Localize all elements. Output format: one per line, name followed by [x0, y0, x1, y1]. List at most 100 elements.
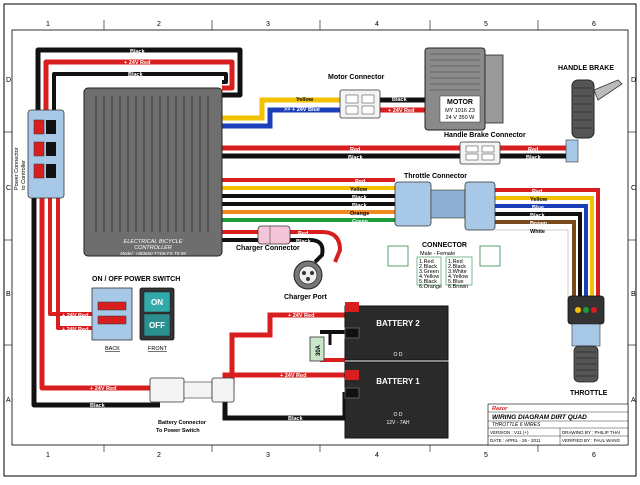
motor-wires — [222, 97, 425, 129]
handle-brake-connector — [459, 141, 501, 165]
pin-left-4: 4.Yellow — [419, 274, 439, 280]
grid-row-a: A — [6, 397, 11, 404]
battery-connector-label-1: Battery Connector — [158, 420, 207, 426]
grid-col-3-bottom: 3 — [266, 452, 270, 459]
title-sub: THROTTLE 6 WIRES — [492, 422, 541, 428]
pin-left-3: 3.Green — [419, 269, 439, 275]
handle-brake-label: HANDLE BRAKE — [558, 65, 614, 72]
controller — [83, 87, 223, 257]
wire-label-bat2-red: + 24V Red — [288, 313, 314, 319]
pin-left-2: 2.Black — [419, 264, 437, 270]
wire-label-brake-red-r: Red — [528, 147, 538, 153]
grid-row-b-right: B — [631, 291, 636, 298]
pin-left-6: 6.Orange — [419, 284, 442, 290]
grid-col-5: 5 — [484, 21, 488, 28]
wire-label-motor-red: + 24V Red — [388, 108, 414, 114]
connector-pin-table — [387, 245, 501, 286]
switch-front-label: FRONT — [148, 346, 168, 352]
battery-wires — [222, 312, 348, 421]
pin-left-1: 1.Red — [419, 259, 434, 265]
title-verified-by: VERIFIED BY : PAUL WANG — [562, 438, 621, 443]
throttle-wires-controller — [222, 178, 395, 222]
wire-label-bat-red2: + 24V Red — [90, 394, 116, 400]
charger-connector-label: Charger Connector — [236, 245, 300, 252]
grid-col-1-bottom: 1 — [46, 452, 50, 459]
charger-wires — [222, 230, 343, 264]
power-connector-label-2: to Controller — [21, 160, 27, 190]
wire-label-r-red: Red — [532, 189, 542, 195]
wire-label-ch-black: Black — [296, 239, 312, 245]
controller-label-2: CONTROLLER — [134, 245, 172, 251]
wire-label-r-brown: Brown — [530, 221, 548, 227]
grid-col-5-bottom: 5 — [484, 452, 488, 459]
controller-label-1: ELECTRICAL BICYCLE — [124, 239, 183, 245]
throttle — [567, 295, 605, 383]
onoff-title: ON / OFF POWER SWITCH — [92, 276, 180, 283]
throttle-label: THROTTLE — [570, 390, 608, 397]
battery1-od: O D — [394, 412, 403, 418]
charger-connector — [257, 225, 291, 245]
wire-label-black-inner: Black — [128, 72, 144, 78]
wire-label-brake-black: Black — [348, 155, 364, 161]
battery-1 — [344, 361, 449, 439]
wire-label-bat1-red: + 24V Red — [280, 373, 306, 379]
wire-label-brake-black-r: Black — [526, 155, 542, 161]
power-connector-label-1: Power Connector — [14, 147, 20, 190]
power-connector — [27, 109, 65, 199]
title-brand: Razor — [492, 406, 508, 412]
battery2-label: BATTERY 2 — [376, 319, 420, 328]
fuse — [309, 336, 325, 362]
fuse-label: 30A — [316, 344, 322, 356]
battery-connector — [149, 377, 235, 403]
wire-label-r-black: Black — [530, 213, 546, 219]
throttle-wires-throttle — [495, 188, 600, 300]
title-date: DATE : APRIL - 26 - 2011 — [490, 438, 541, 443]
battery1-label: BATTERY 1 — [376, 377, 420, 386]
motor-connector — [339, 89, 381, 119]
wire-label-brake-red: Red — [350, 147, 360, 153]
handle-brake — [565, 79, 623, 163]
charger-port-label: Charger Port — [284, 294, 327, 301]
battery-connector-label-2: To Power Switch — [156, 428, 200, 434]
grid-ticks — [4, 20, 636, 452]
grid-col-6-bottom: 6 — [592, 452, 596, 459]
wire-label-bat-black: Black — [90, 403, 106, 409]
grid-col-4-bottom: 4 — [375, 452, 379, 459]
grid-col-1: 1 — [46, 21, 50, 28]
throttle-connector — [394, 181, 496, 231]
grid-col-2-bottom: 2 — [157, 452, 161, 459]
switch-back-label: BACK — [105, 346, 120, 352]
charger-port — [293, 260, 323, 290]
title-block — [487, 403, 629, 446]
grid-col-4: 4 — [375, 21, 379, 28]
connector-sub: Male - Female — [420, 251, 455, 257]
wire-label-r-yellow: Yellow — [530, 197, 548, 203]
pin-right-3: 3.White — [448, 269, 467, 275]
motor — [424, 47, 504, 131]
motor-connector-label: Motor Connector — [328, 74, 385, 81]
grid-row-c-right: C — [631, 185, 636, 192]
battery-spec: 12V - 7AH — [386, 420, 409, 426]
title-version: VERSION : V11 (+) — [490, 430, 529, 435]
grid-row-b: B — [6, 291, 11, 298]
switch-on-label: ON — [151, 298, 163, 307]
power-switch-front[interactable] — [139, 287, 175, 341]
wire-label-blue24: >> + 24V Blue — [284, 107, 320, 113]
pin-right-2: 2.Black — [448, 264, 466, 270]
grid-col-2: 2 — [157, 21, 161, 28]
wire-label-t-orange: Orange — [350, 211, 369, 217]
wire-label-ch-red: Red — [298, 231, 308, 237]
wire-label-r-white: White — [530, 229, 545, 235]
pin-left-5: 5.Black — [419, 279, 437, 285]
pin-right-1: 1.Red — [448, 259, 463, 265]
wire-label-t-black1: Black — [352, 195, 368, 201]
battery-2 — [344, 302, 449, 361]
power-switch-back — [91, 287, 133, 341]
battery2-od: O D — [394, 352, 403, 358]
motor-spec: 24 V 350 W — [446, 115, 476, 121]
wire-label-bat1-black: Black — [288, 416, 304, 422]
wire-label-t-black2: Black — [352, 203, 368, 209]
wire-label-motor-black: Black — [392, 97, 408, 103]
